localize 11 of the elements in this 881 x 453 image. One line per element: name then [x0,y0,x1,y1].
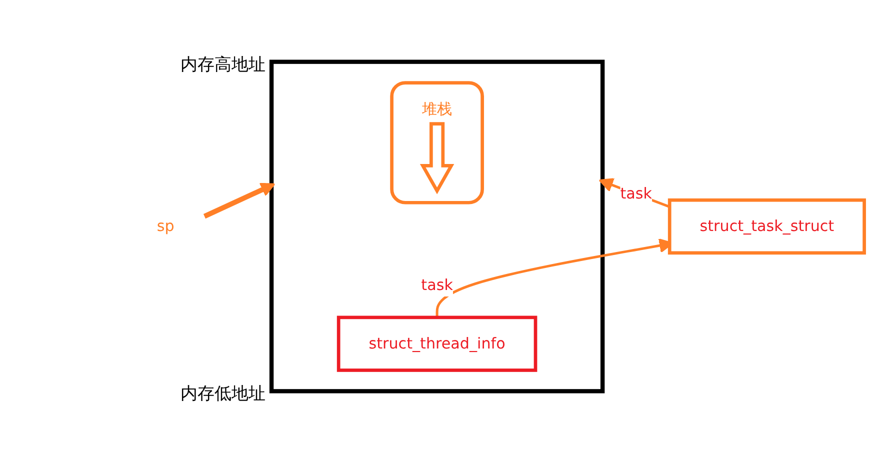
node-box: struct_task_struct [668,198,866,255]
node-text: sp [156,218,174,236]
address-label: 内存低地址 [180,382,266,405]
address-label: 内存高地址 [180,54,266,76]
node-box: struct_thread_info [336,316,538,372]
node-box: 堆栈 [390,81,484,204]
arrow [598,178,670,208]
cluster [269,60,605,394]
edge-label: task [620,185,652,203]
arrow [203,182,276,219]
edge-label: task [421,276,453,294]
